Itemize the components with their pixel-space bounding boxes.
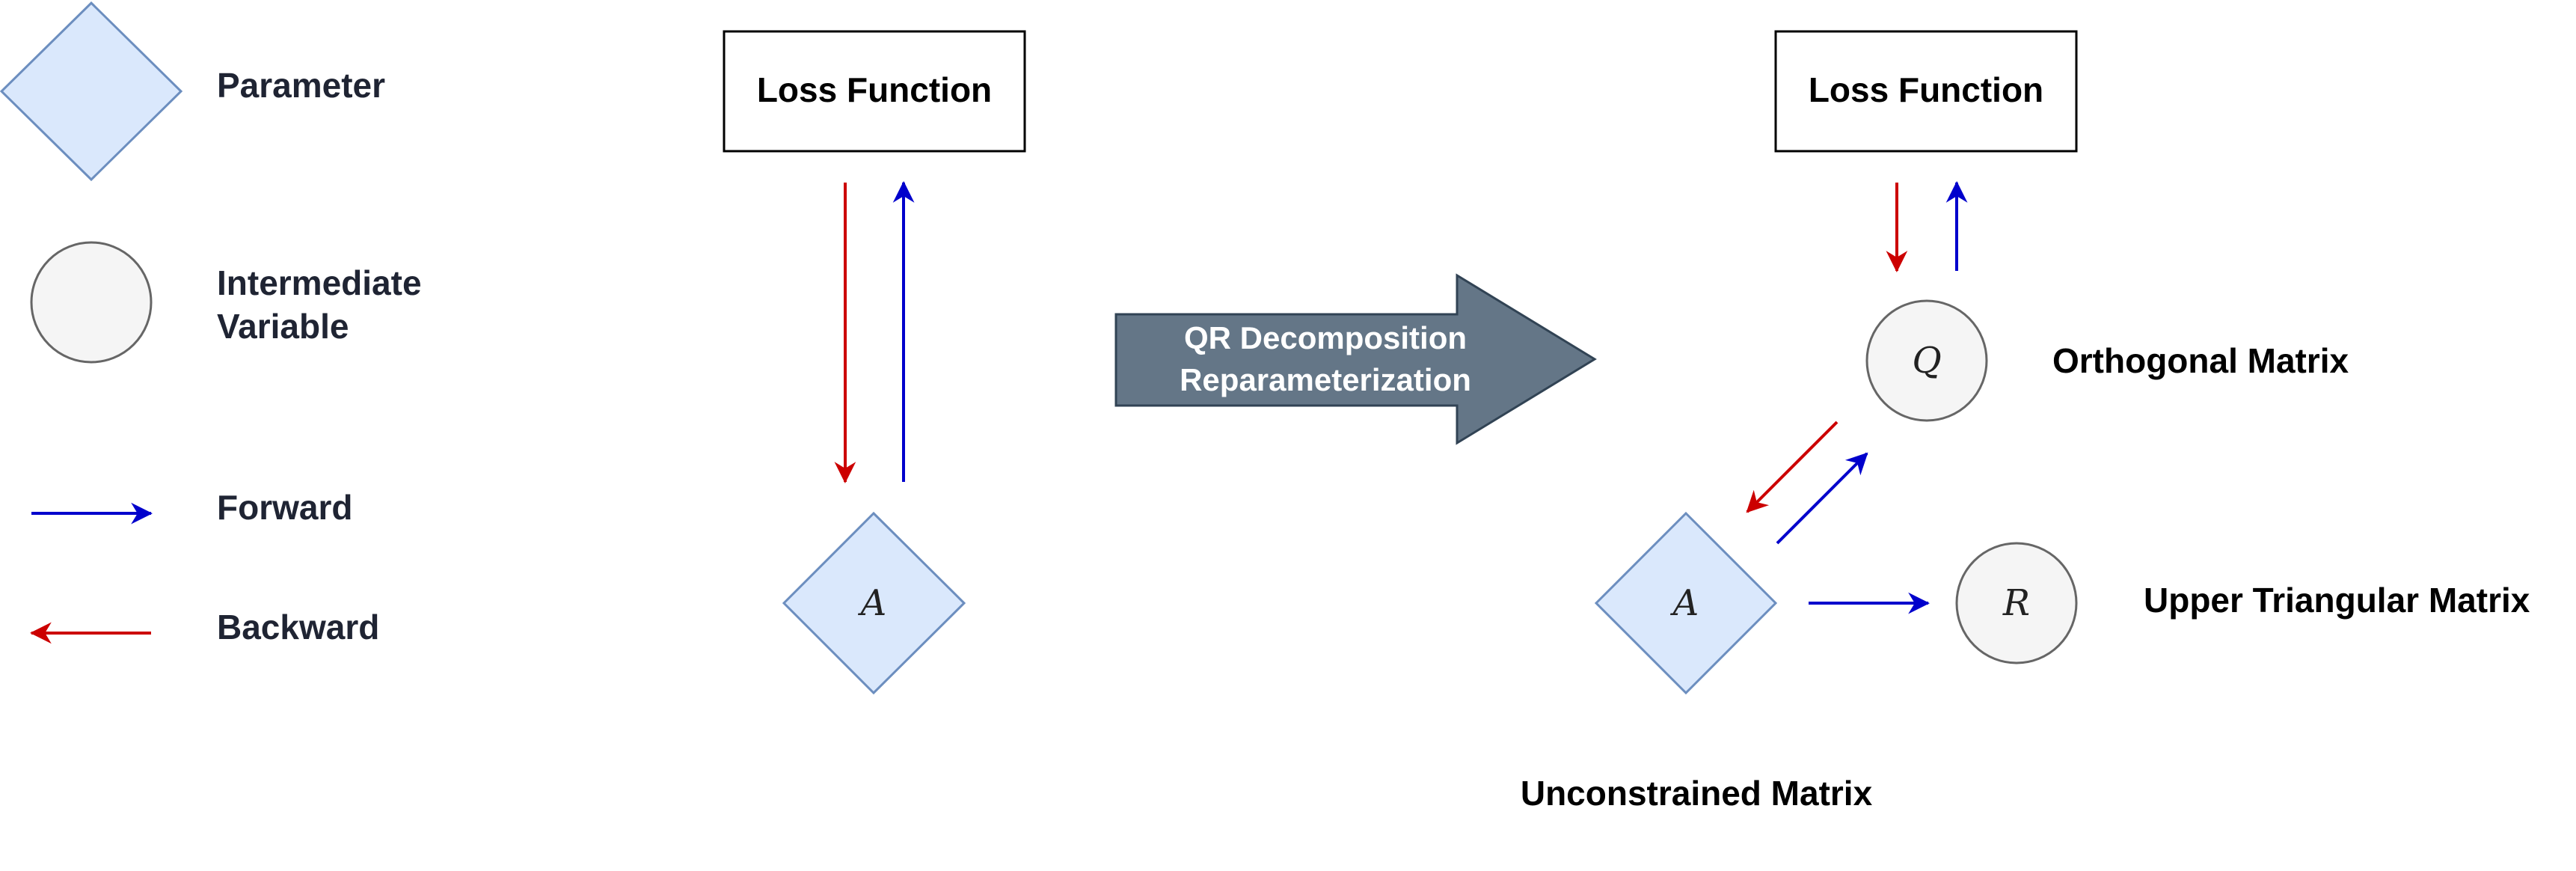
legend-parameter-label: Parameter bbox=[217, 66, 385, 105]
transform-arrow-shape bbox=[1114, 273, 1597, 445]
transform-label-line2: Reparameterization bbox=[1180, 362, 1471, 397]
right-r-symbol: R bbox=[2002, 582, 2030, 624]
right-r-circle bbox=[1955, 542, 2078, 664]
left-loss-function-label: Loss Function bbox=[757, 70, 992, 109]
legend-intermediate-circle bbox=[30, 241, 153, 364]
legend: Parameter Intermediate Variable Forward … bbox=[0, 1, 422, 647]
right-q-circle bbox=[1865, 299, 1988, 422]
right-q-symbol: Q bbox=[1912, 340, 1941, 382]
legend-forward-label: Forward bbox=[217, 488, 352, 527]
legend-backward-label: Backward bbox=[217, 608, 379, 647]
legend-parameter-diamond bbox=[0, 1, 183, 182]
right-loss-function-box bbox=[1774, 30, 2078, 153]
left-parameter-a-symbol: A bbox=[858, 582, 887, 624]
right-r-label: Upper Triangular Matrix bbox=[2144, 581, 2530, 620]
left-loss-function-box bbox=[723, 30, 1026, 153]
right-diagram: Loss Function Q Orthogonal Matrix A Unco… bbox=[1521, 30, 2530, 813]
right-q-label: Orthogonal Matrix bbox=[2052, 341, 2349, 380]
right-parameter-a-symbol: A bbox=[1670, 582, 1699, 624]
qr-transform-arrow: QR Decomposition Reparameterization bbox=[1114, 273, 1597, 445]
left-parameter-a-diamond bbox=[782, 511, 966, 695]
legend-intermediate-label-line1: Intermediate bbox=[217, 263, 422, 302]
right-parameter-a-diamond bbox=[1594, 511, 1778, 695]
left-diagram: Loss Function A bbox=[723, 30, 1026, 695]
transform-label-line1: QR Decomposition bbox=[1184, 320, 1467, 355]
right-a-label: Unconstrained Matrix bbox=[1521, 774, 1873, 813]
right-loss-function-label: Loss Function bbox=[1809, 70, 2043, 109]
right-forward-arrow-a-to-q bbox=[1776, 452, 1868, 545]
legend-intermediate-label-line2: Variable bbox=[217, 307, 349, 346]
right-backward-arrow-q-to-a bbox=[1746, 421, 1839, 513]
